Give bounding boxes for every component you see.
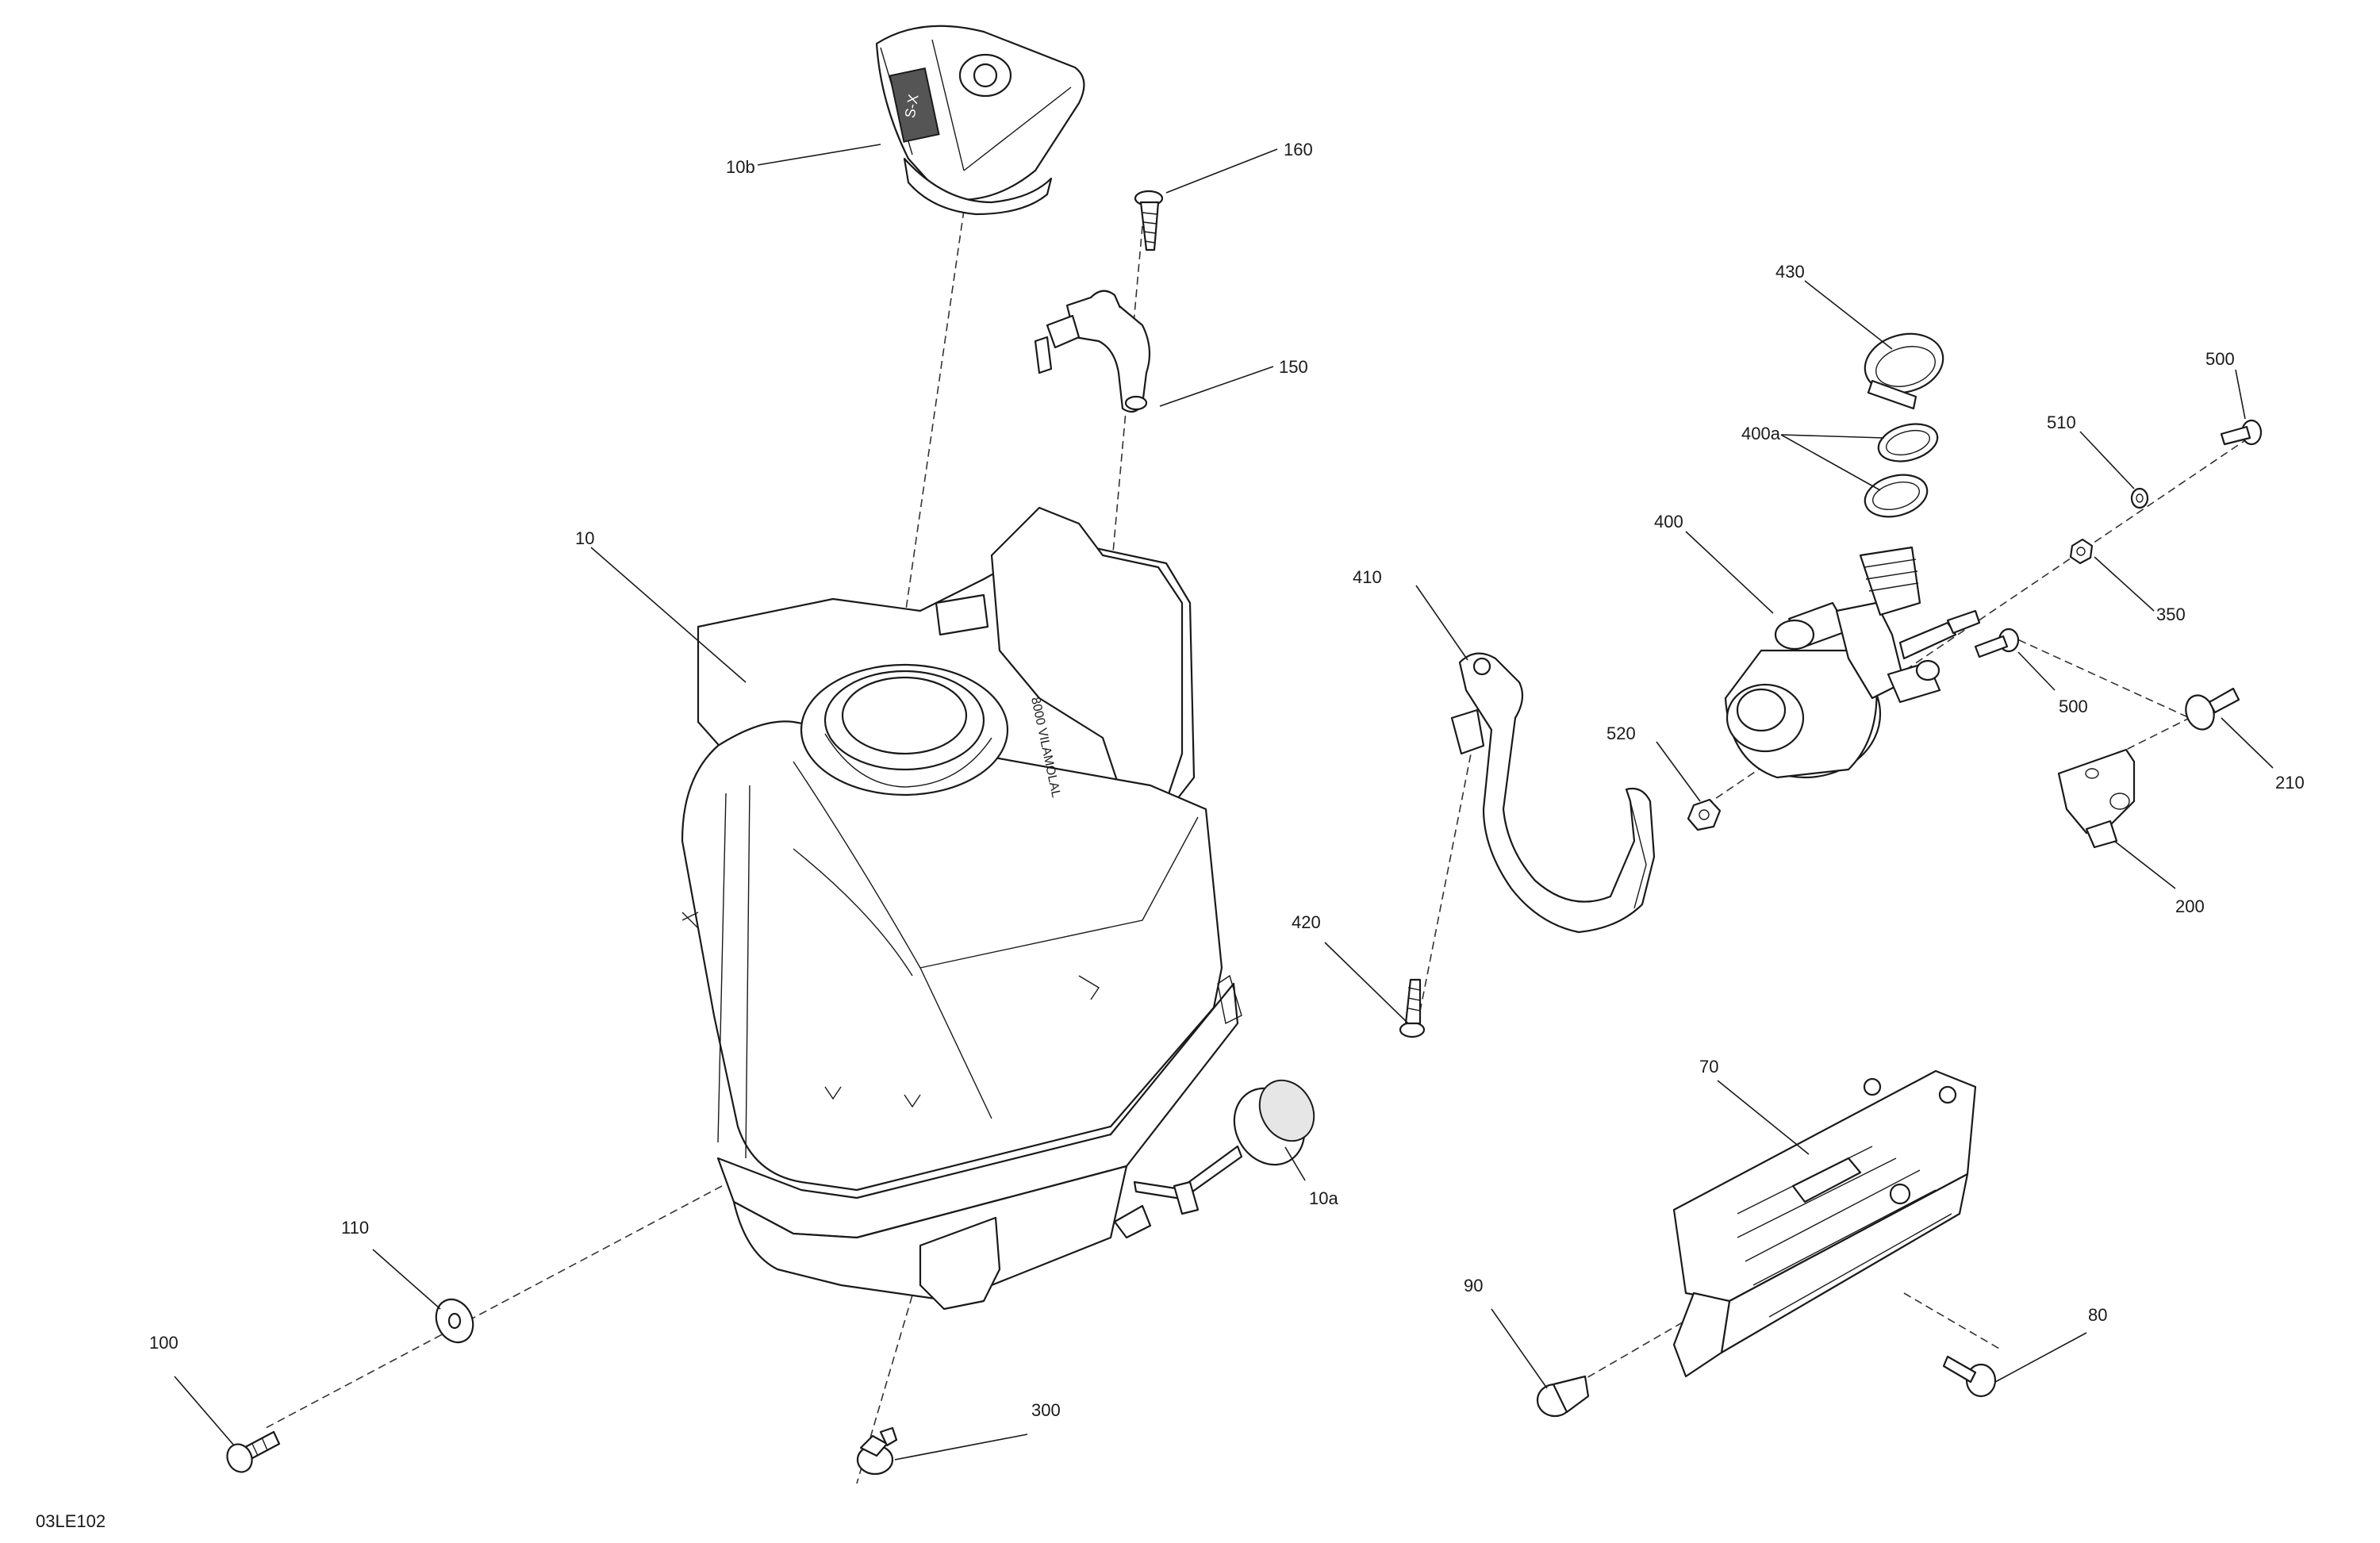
bracket-410 bbox=[1450, 652, 1656, 934]
flange-nut-90 bbox=[1536, 1375, 1590, 1418]
callout-160: 160 bbox=[1284, 140, 1313, 159]
callout-80: 80 bbox=[2088, 1305, 2107, 1325]
assembly-axes bbox=[265, 209, 2246, 1484]
callout-410: 410 bbox=[1353, 567, 1382, 587]
clamp-150 bbox=[1034, 290, 1151, 413]
callout-150: 150 bbox=[1279, 357, 1308, 377]
callout-70: 70 bbox=[1699, 1057, 1718, 1077]
callout-90: 90 bbox=[1464, 1276, 1483, 1295]
callout-430: 430 bbox=[1775, 262, 1805, 282]
nut-350 bbox=[2069, 538, 2094, 565]
bracket-200 bbox=[2057, 748, 2136, 849]
fuel-tank-10: 8000 VILAMOLAL bbox=[681, 506, 1242, 1311]
hose-clamp-300 bbox=[856, 1426, 898, 1476]
o-ring-400a bbox=[1864, 423, 1939, 518]
fuel-pump-400 bbox=[1724, 546, 1981, 779]
screw-500-upper bbox=[2220, 419, 2263, 446]
screw-210 bbox=[2185, 687, 2240, 731]
leader-lines bbox=[174, 144, 2274, 1460]
screw-420 bbox=[1399, 978, 1426, 1038]
bolt-100 bbox=[226, 1430, 281, 1473]
callout-10b: 10b bbox=[726, 157, 755, 177]
washer-110 bbox=[435, 1298, 474, 1344]
callout-500-upper: 500 bbox=[2205, 349, 2235, 369]
callout-110: 110 bbox=[341, 1218, 369, 1238]
callout-500-lower: 500 bbox=[2059, 697, 2088, 716]
hose-clamp-430 bbox=[1864, 332, 1944, 410]
callout-420: 420 bbox=[1292, 912, 1321, 932]
callout-520: 520 bbox=[1606, 724, 1636, 743]
callout-210: 210 bbox=[2275, 773, 2305, 793]
callout-400a: 400a bbox=[1741, 424, 1781, 443]
callout-510: 510 bbox=[2047, 413, 2076, 432]
callout-10: 10 bbox=[575, 528, 594, 548]
screw-80 bbox=[1942, 1355, 1997, 1398]
callout-10a: 10a bbox=[1309, 1188, 1338, 1208]
fuel-level-sensor-10a bbox=[1113, 1079, 1315, 1239]
heat-shield-70 bbox=[1672, 1069, 1977, 1378]
screw-160 bbox=[1134, 190, 1164, 251]
callout-350: 350 bbox=[2156, 605, 2186, 624]
screw-500-lower bbox=[1974, 628, 2020, 658]
callout-200: 200 bbox=[2175, 896, 2205, 916]
washer-510 bbox=[2130, 487, 2149, 509]
callout-400: 400 bbox=[1654, 512, 1683, 532]
callout-100: 100 bbox=[149, 1333, 178, 1353]
fuel-cap-10b: S-X bbox=[875, 25, 1085, 216]
callout-300: 300 bbox=[1031, 1400, 1061, 1420]
callout-labels: 10b 160 150 10 430 400a 400 500 510 350 … bbox=[149, 140, 2305, 1420]
diagram-code: 03LE102 bbox=[36, 1511, 106, 1531]
nut-520 bbox=[1687, 798, 1722, 831]
